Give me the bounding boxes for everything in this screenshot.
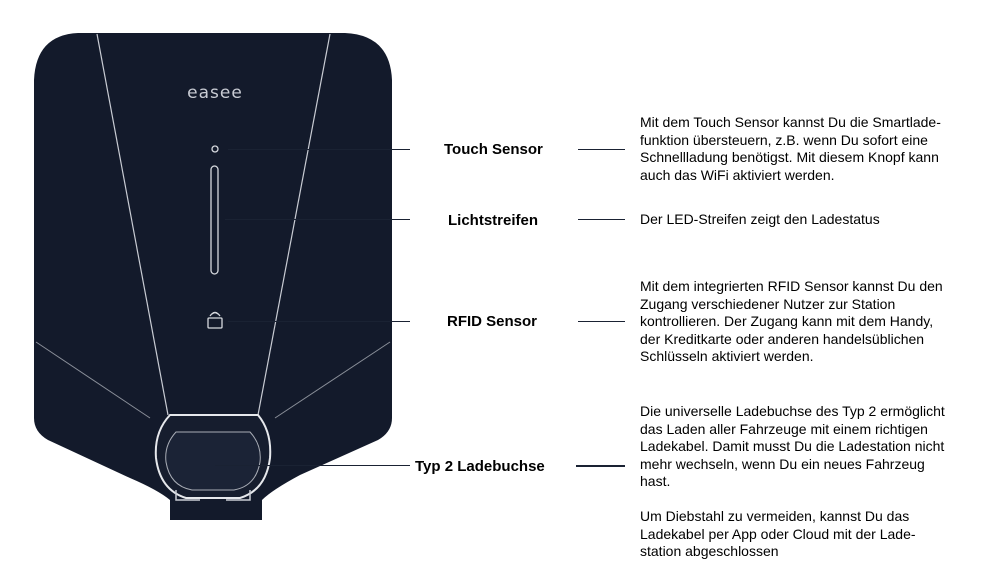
rfid-sensor-connector [578, 321, 625, 322]
light-strip-label: Lichtstreifen [448, 212, 539, 229]
socket-connector [576, 465, 625, 467]
socket-description: Die universelle Ladebuchse des Typ 2 erm… [640, 403, 945, 491]
description-line: mehr wechseln, wenn Du ein neues Fahrzeu… [640, 455, 925, 472]
socket-bottom-left [175, 490, 200, 501]
socket-pointer-line [215, 465, 410, 466]
description-line: das Laden aller Fahrzeuge mit einem rich… [640, 420, 928, 437]
description-line: Die universelle Ladebuchse des Typ 2 erm… [640, 403, 945, 419]
description-line: Schlüsseln aktiviert werden. [640, 348, 814, 364]
rfid-sensor-description: Mit dem integrierten RFID Sensor kannst … [640, 278, 943, 366]
light-strip [210, 165, 219, 275]
description-line: Mit dem integrierten RFID Sensor kannst … [640, 278, 943, 294]
description-line: hast. [640, 473, 671, 489]
note-line: Ladekabel per App oder Cloud mit der Lad… [640, 525, 916, 542]
socket-bottom-right [226, 490, 251, 501]
light-strip-pointer-line [225, 219, 410, 220]
front-panel-edge-left [96, 33, 169, 416]
rfid-icon [207, 311, 223, 329]
description-line: Ladekabel. Damit musst Du die Ladestatio… [640, 438, 945, 454]
socket-cover [165, 431, 261, 491]
description-line: funktion übersteuern, z.B. wenn Du sofor… [640, 131, 928, 148]
lower-edge-left [35, 341, 151, 419]
lower-edge-right [274, 341, 391, 419]
note-line: station abgeschlossen [640, 543, 779, 559]
touch-sensor-label: Touch Sensor [444, 141, 543, 158]
touch-sensor-description: Mit dem Touch Sensor kannst Du die Smart… [640, 114, 941, 184]
description-line: der Kreditkarte oder anderen handelsübli… [640, 330, 925, 347]
touch-sensor-pointer-line [228, 149, 410, 150]
light-strip-connector [578, 219, 625, 220]
charger-illustration: easee [34, 33, 392, 520]
brand-logo: easee [187, 83, 243, 103]
socket-note: Um Diebstahl zu vermeiden, kannst Du das… [640, 508, 916, 561]
socket-label: Typ 2 Ladebuchse [415, 458, 545, 475]
front-panel-edge-right [257, 33, 331, 416]
touch-sensor-connector [578, 149, 625, 150]
touch-sensor-dot [211, 145, 219, 153]
description-line: Schnellladung benötigst. Mit diesem Knop… [640, 149, 939, 165]
charger-body [34, 33, 392, 520]
rfid-sensor-label: RFID Sensor [447, 313, 538, 330]
description-line: Der LED-Streifen zeigt den Ladestatus [640, 211, 880, 227]
description-line: Mit dem Touch Sensor kannst Du die Smart… [640, 114, 941, 130]
note-line: Um Diebstahl zu vermeiden, kannst Du das [640, 508, 910, 524]
rfid-sensor-pointer-line [228, 321, 410, 322]
description-line: kontrollieren. Der Zugang kann mit dem H… [640, 313, 934, 329]
description-line: Zugang verschiedener Nutzer zur Station [640, 295, 896, 312]
light-strip-description: Der LED-Streifen zeigt den Ladestatus [640, 211, 880, 229]
description-line: auch das WiFi aktiviert werden. [640, 166, 835, 183]
